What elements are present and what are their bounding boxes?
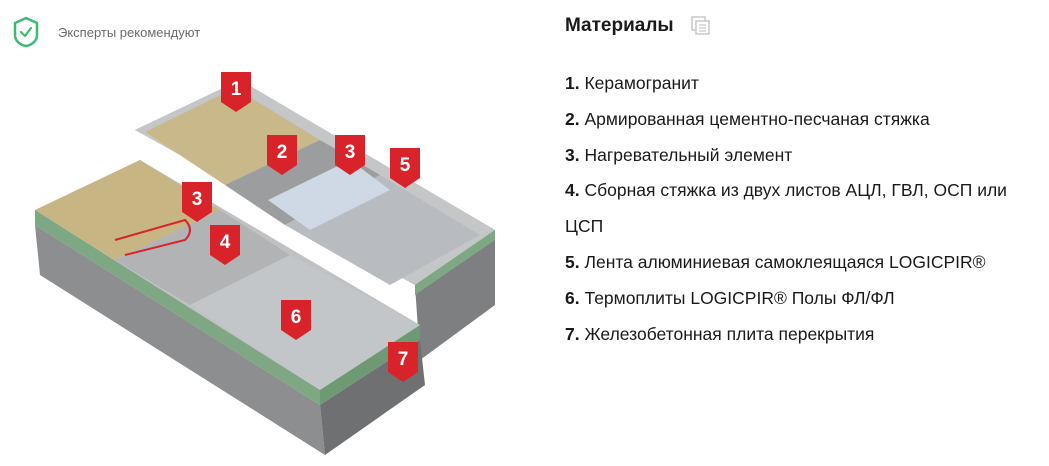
layer-marker-3: 3 (182, 182, 212, 222)
layer-marker-6: 6 (281, 300, 311, 340)
shield-check-icon (13, 16, 39, 48)
marker-number: 5 (400, 155, 411, 176)
layer-marker-7: 7 (388, 342, 418, 382)
materials-list: 1. Керамогранит 2. Армированная цементно… (565, 66, 1035, 352)
materials-title: Материалы (565, 15, 674, 36)
copy-icon[interactable] (690, 15, 712, 37)
list-item: 1. Керамогранит (565, 73, 699, 93)
layer-marker-3: 3 (335, 135, 365, 175)
materials-header: Материалы (565, 15, 712, 37)
layer-marker-1: 1 (221, 72, 251, 112)
marker-number: 6 (291, 307, 302, 328)
marker-number: 4 (220, 232, 231, 253)
floor-layers-illustration: 1 2 3 5 3 4 6 7 (35, 72, 495, 455)
list-item: 2. Армированная цементно-песчаная стяжка (565, 108, 930, 129)
marker-number: 3 (192, 189, 203, 210)
marker-number: 3 (345, 142, 356, 163)
layer-marker-4: 4 (210, 225, 240, 265)
marker-number: 2 (277, 142, 288, 163)
list-item: 4. Сборная стяжка из двух листов АЦЛ, ГВ… (565, 180, 1007, 237)
marker-number: 1 (231, 79, 242, 100)
layer-marker-2: 2 (267, 135, 297, 175)
list-item: 3. Нагревательный элемент (565, 144, 793, 165)
list-item: 6. Термоплиты LOGICPIR® Полы ФЛ/ФЛ (565, 287, 895, 308)
list-item: 5. Лента алюминиевая самоклеящаяся LOGIC… (565, 251, 986, 272)
marker-number: 7 (398, 349, 409, 370)
list-item: 7. Железобетонная плита перекрытия (565, 323, 875, 344)
layer-marker-5: 5 (390, 148, 420, 188)
badge-text: Эксперты рекомендуют (58, 24, 201, 40)
experts-recommend-badge: Эксперты рекомендуют (12, 16, 200, 48)
